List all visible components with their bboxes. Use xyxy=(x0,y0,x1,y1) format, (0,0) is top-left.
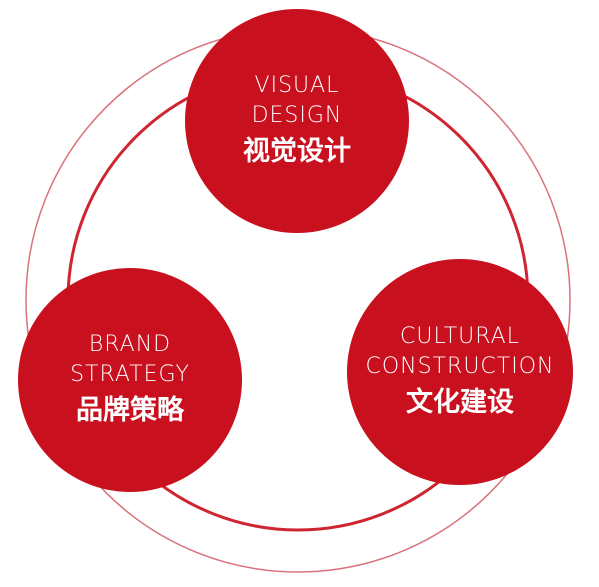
node-brand-strategy: BRAND STRATEGY 品牌策略 xyxy=(18,268,242,492)
node-brand-strategy-en-line-1: BRAND xyxy=(88,332,172,357)
node-visual-design: VISUAL DESIGN 视觉设计 xyxy=(185,9,409,233)
node-visual-design-en-line-1: VISUAL xyxy=(254,73,340,98)
node-brand-strategy-cn: 品牌策略 xyxy=(76,395,184,426)
node-brand-strategy-en-line-2: STRATEGY xyxy=(70,362,190,387)
node-visual-design-cn: 视觉设计 xyxy=(243,136,351,167)
node-visual-design-en-line-2: DESIGN xyxy=(251,103,343,128)
node-cultural-construction-cn: 文化建设 xyxy=(406,387,514,418)
node-cultural-construction: CULTURAL CONSTRUCTION 文化建设 xyxy=(347,259,573,485)
node-cultural-construction-en-line-1: CULTURAL xyxy=(400,324,520,349)
node-cultural-construction-en-line-2: CONSTRUCTION xyxy=(365,354,555,379)
